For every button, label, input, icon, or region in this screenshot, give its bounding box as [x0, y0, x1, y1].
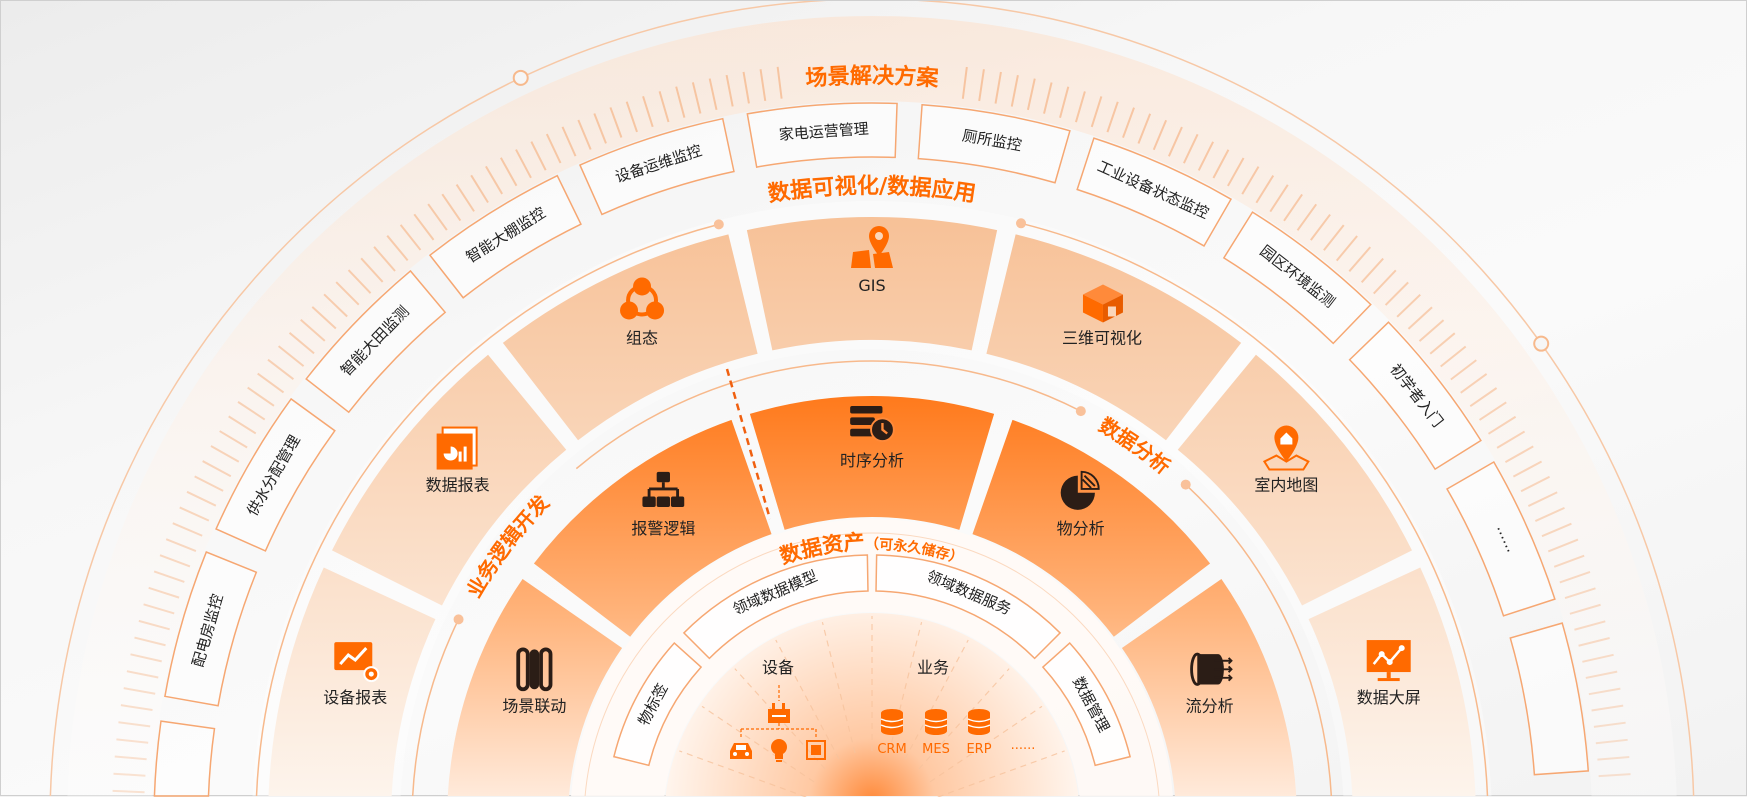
scenario-ring: 配电房监控供水分配管理智能大田监测智能大棚监控设备运维监控家电运营管理厕所监控工… — [153, 102, 1590, 797]
arc-dot — [1075, 406, 1086, 417]
data-source-dome: 设备 业务 CRM MES ERP ······ — [665, 612, 1079, 797]
scenario-title-part: 场景解决方案 — [805, 63, 941, 92]
viz-arc-line — [1020, 222, 1489, 797]
device-report-icon — [334, 642, 380, 683]
more-systems-label: ······ — [1011, 742, 1036, 757]
scenario-box[interactable]: 家电运营管理 — [746, 102, 898, 168]
viz-label: 室内地图 — [1254, 476, 1318, 495]
device-tree-lines — [740, 685, 817, 737]
scenario-title: 场景解决方案 — [805, 63, 941, 92]
viz-segment[interactable]: 三维可视化 — [986, 234, 1242, 441]
viz-segment[interactable]: 组态 — [502, 234, 758, 441]
asset-arc-line — [584, 532, 1160, 797]
arc-dot — [1016, 218, 1027, 229]
arc-dot — [453, 614, 464, 625]
big-screen-icon — [1366, 640, 1411, 682]
indoor-map-icon — [1262, 425, 1310, 471]
viz-segment[interactable]: 数据报表 — [331, 354, 567, 606]
analysis-segment[interactable]: 报警逻辑 — [533, 419, 772, 637]
gis-map-pin-icon — [851, 226, 893, 268]
scenario-box[interactable]: ······ — [1446, 460, 1556, 617]
viz-segment[interactable]: GIS — [746, 217, 998, 351]
viz-label: 设备报表 — [323, 688, 387, 707]
chip-icon — [806, 740, 826, 760]
viz-segment[interactable]: 数据大屏 — [1308, 567, 1476, 796]
business-label: 业务 — [917, 658, 949, 677]
arc-dot — [713, 219, 724, 230]
arc-dot — [1180, 479, 1191, 490]
scenario-box — [153, 720, 216, 797]
stream-icon — [1190, 652, 1233, 686]
analysis-label: 场景联动 — [502, 696, 566, 715]
analysis-label: 报警逻辑 — [631, 519, 695, 538]
device-label: 设备 — [762, 658, 794, 677]
pie-chart-icon — [1060, 470, 1100, 510]
analysis-segment[interactable]: 流分析 — [1121, 579, 1297, 796]
outer-arc-line — [49, 1, 1695, 797]
analysis-label: 时序分析 — [840, 451, 904, 470]
dashed-divider — [725, 368, 772, 520]
3d-building-icon — [1082, 284, 1123, 323]
viz-segment[interactable]: 室内地图 — [1177, 354, 1413, 606]
database-icon — [924, 709, 948, 735]
asset-band — [571, 518, 1173, 796]
car-icon — [730, 743, 752, 759]
viz-arc-line — [255, 223, 719, 797]
time-series-icon — [850, 405, 895, 443]
system-label: MES — [922, 742, 950, 757]
analysis-arc-line — [575, 360, 1082, 470]
scene-linkage-icon — [516, 647, 553, 692]
viz-label: 数据大屏 — [1357, 688, 1421, 707]
bulb-icon — [771, 739, 787, 762]
scenario-box — [1509, 622, 1590, 776]
viz-label: 数据报表 — [426, 476, 490, 495]
viz-label: 组态 — [626, 328, 658, 347]
analysis-label: 物分析 — [1057, 519, 1105, 538]
alarm-logic-icon — [642, 471, 685, 507]
system-label: CRM — [877, 742, 906, 757]
scenario-box[interactable]: 设备运维监控 — [578, 117, 735, 216]
arc-ring-dot — [1533, 335, 1550, 352]
analysis-segment[interactable]: 场景联动 — [447, 579, 623, 796]
tick-marks — [112, 66, 1631, 794]
analysis-arc-line — [411, 619, 460, 797]
viz-segment[interactable]: 设备报表 — [268, 567, 436, 796]
viz-label: 三维可视化 — [1062, 328, 1142, 347]
analysis-segment[interactable]: 物分析 — [972, 419, 1211, 637]
ring-content: 配电房监控供水分配管理智能大田监测智能大棚监控设备运维监控家电运营管理厕所监控工… — [153, 63, 1590, 797]
scenario-box[interactable]: 厕所监控 — [917, 103, 1071, 184]
system-label: ERP — [966, 742, 991, 757]
factory-icon — [768, 703, 790, 723]
asset-box[interactable]: 物标签 — [612, 641, 703, 767]
configuration-icon — [620, 277, 665, 320]
data-report-icon — [436, 426, 478, 470]
viz-label: GIS — [858, 276, 885, 295]
database-icon — [880, 709, 904, 735]
analysis-arc-line — [1185, 484, 1333, 797]
analysis-label: 流分析 — [1186, 696, 1234, 715]
analysis-segment[interactable]: 时序分析 — [749, 396, 995, 530]
database-icon — [967, 709, 991, 735]
scenario-box[interactable]: 配电房监控 — [164, 551, 258, 707]
arc-ring-dot — [512, 69, 529, 86]
outer-band — [67, 16, 1677, 796]
